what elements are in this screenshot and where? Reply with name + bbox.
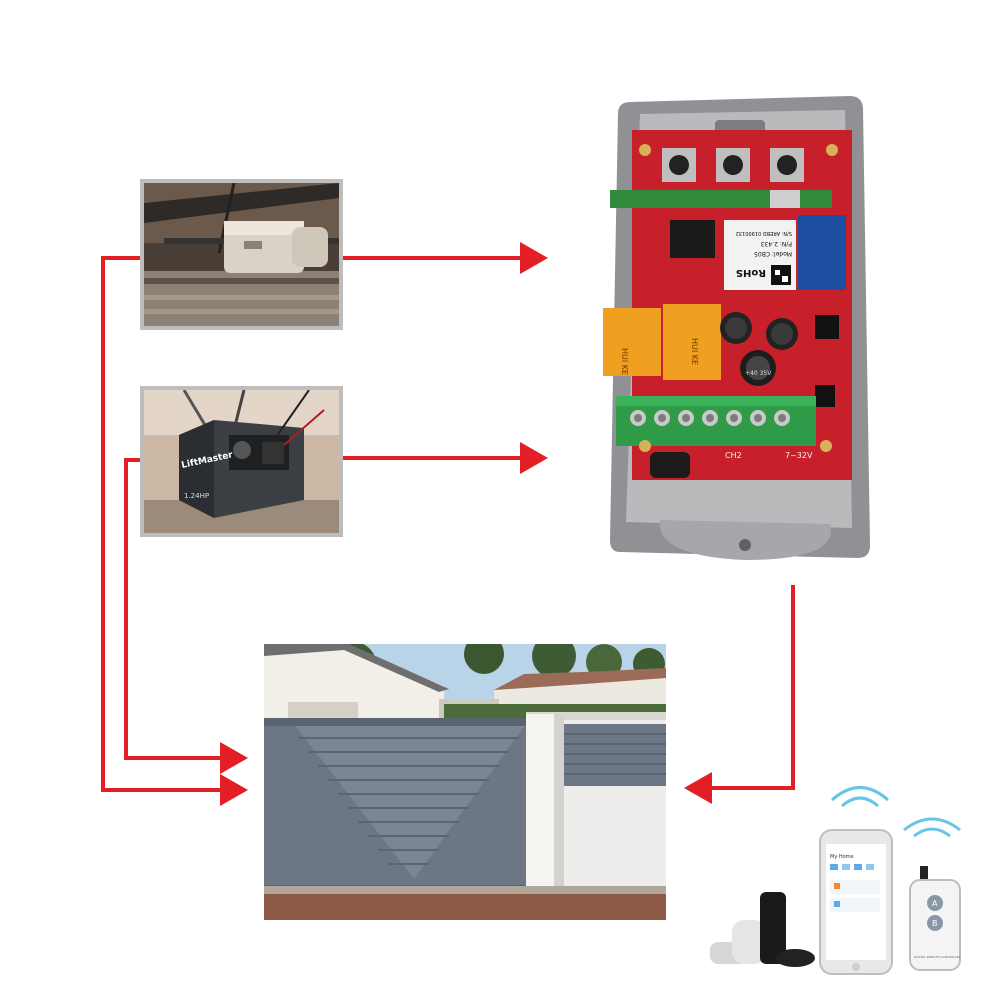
terminal-voltage-label: 7~32V xyxy=(785,451,813,460)
phone-app-header: My Home xyxy=(830,854,854,860)
pcb-buttons xyxy=(662,148,804,182)
arrow-opener2-to-gate xyxy=(124,458,222,760)
garage-opener-photo-1 xyxy=(140,179,343,330)
speaker-tall-icon xyxy=(760,892,786,964)
smartphone: My Home xyxy=(819,829,893,975)
antenna-coil xyxy=(650,452,690,478)
sn-text: S/N: AREBD 01900132 xyxy=(736,230,792,236)
remote-button-a[interactable] xyxy=(927,895,943,911)
mounting-hole xyxy=(739,539,751,551)
model-text: Model: CB05 xyxy=(754,250,792,257)
remote-button-b-label: B xyxy=(932,919,938,928)
terminal-block xyxy=(616,396,816,446)
remote-button-a-label: A xyxy=(932,899,938,908)
arrowhead-gate-right xyxy=(684,772,712,804)
rohs-mark: RoHS xyxy=(736,267,766,278)
relay-right-label: HUI KE xyxy=(690,338,699,365)
terminal-ch2-label: CH2 xyxy=(725,451,742,460)
speaker-home-icon xyxy=(732,920,766,964)
receiver-label: RoHS Model: CB05 P/N: 2.433 S/N: AREBD 0… xyxy=(724,220,796,290)
relays: HUI KE HUI KE xyxy=(603,304,721,380)
opener-hp-tag: 1.24HP xyxy=(184,492,209,500)
smart-devices-group: My Home A B DIGITAL REMOTE CONTROLLER xyxy=(700,770,990,990)
key-fob-remote: A B DIGITAL REMOTE CONTROLLER xyxy=(909,866,961,971)
wifi-chip xyxy=(798,215,846,290)
sliding-gate-photo xyxy=(264,644,666,920)
capacitor-label: +40 35V xyxy=(745,370,772,377)
garage-opener-photo-2: LiftMaster 1.24HP xyxy=(140,386,343,537)
arrowhead-gate-upper xyxy=(220,742,248,774)
pn-text: P/N: 2.433 xyxy=(761,240,792,247)
arrow-opener1-to-gate xyxy=(101,256,222,792)
arrowhead-receiver-mid xyxy=(520,442,548,474)
opener-unit xyxy=(224,221,328,273)
remote-caption: DIGITAL REMOTE CONTROLLER xyxy=(914,955,961,959)
remote-button-b[interactable] xyxy=(927,915,943,931)
capacitors: +40 35V xyxy=(720,312,798,386)
wifi-receiver: RoHS Model: CB05 P/N: 2.433 S/N: AREBD 0… xyxy=(600,90,875,565)
wifi-signal-icon xyxy=(831,786,889,808)
arrow-receiver-to-gate xyxy=(710,585,795,790)
arrowhead-gate-lower xyxy=(220,774,248,806)
relay-left-label: HUI KE xyxy=(620,348,629,375)
wifi-signal-icon-2 xyxy=(903,817,961,838)
speaker-dot-icon xyxy=(775,949,815,967)
arrowhead-receiver-top xyxy=(520,242,548,274)
